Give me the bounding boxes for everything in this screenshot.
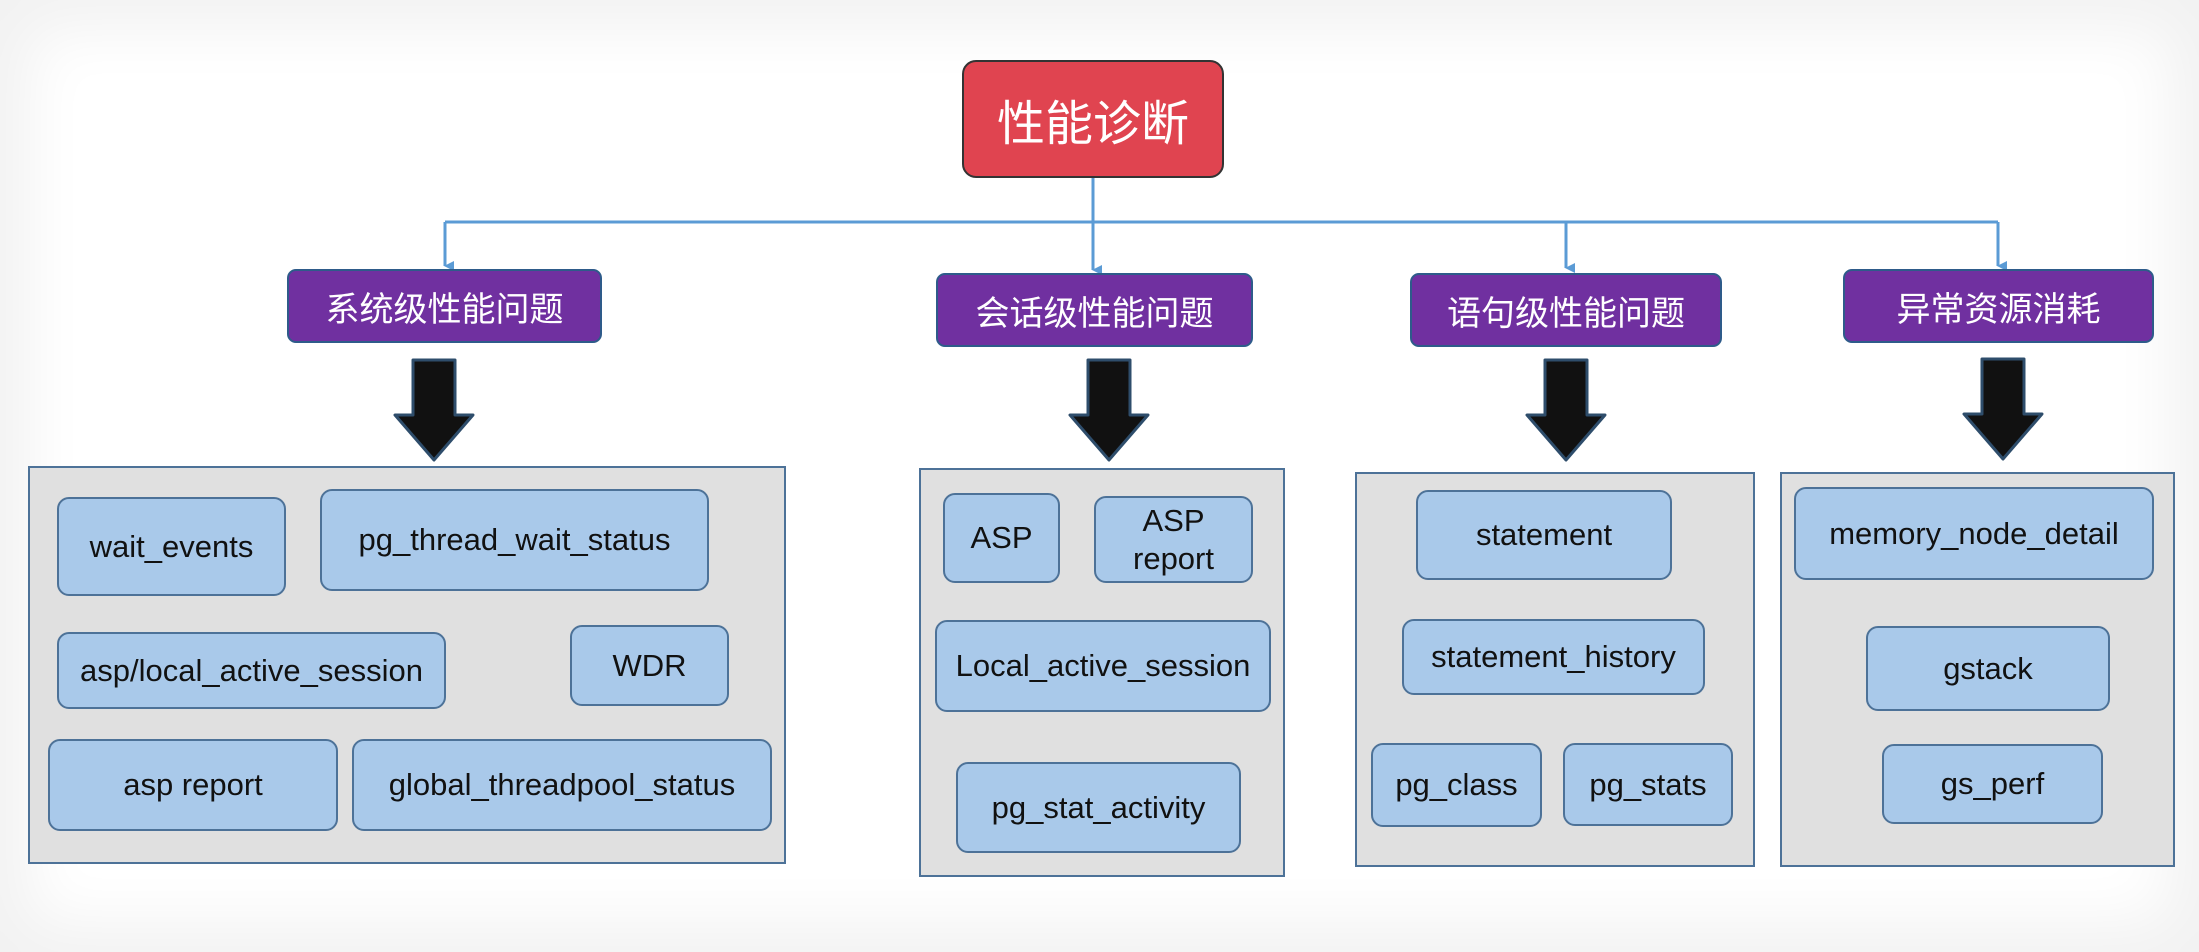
tool-asp-report: ASP report xyxy=(1094,496,1253,583)
tool-asp-local-active-session: asp/local_active_session xyxy=(57,632,446,709)
category-system-level: 系统级性能问题 xyxy=(287,269,602,343)
tool-pg-stat-activity: pg_stat_activity xyxy=(956,762,1241,853)
tool-memory-node-detail: memory_node_detail xyxy=(1794,487,2154,580)
root-node: 性能诊断 xyxy=(962,60,1224,178)
category-session-level: 会话级性能问题 xyxy=(936,273,1253,347)
tool-statement-history: statement_history xyxy=(1402,619,1705,695)
tool-wdr: WDR xyxy=(570,625,729,706)
category-statement-level: 语句级性能问题 xyxy=(1410,273,1722,347)
tool-pg-stats: pg_stats xyxy=(1563,743,1733,826)
tool-wait-events: wait_events xyxy=(57,497,286,596)
tool-statement: statement xyxy=(1416,490,1672,580)
tool-gs-perf: gs_perf xyxy=(1882,744,2103,824)
block-arrow-down-icon xyxy=(393,358,475,462)
block-arrow-down-icon xyxy=(1962,357,2044,461)
tool-pg-class: pg_class xyxy=(1371,743,1542,827)
block-arrow-down-icon xyxy=(1068,358,1150,462)
tool-gstack: gstack xyxy=(1866,626,2110,711)
tool-local-active-session: Local_active_session xyxy=(935,620,1271,712)
tool-asp: ASP xyxy=(943,493,1060,583)
category-resource-consumption: 异常资源消耗 xyxy=(1843,269,2154,343)
tool-pg-thread-wait-status: pg_thread_wait_status xyxy=(320,489,709,591)
tool-global-threadpool-status: global_threadpool_status xyxy=(352,739,772,831)
block-arrow-down-icon xyxy=(1525,358,1607,462)
tool-asp-report: asp report xyxy=(48,739,338,831)
